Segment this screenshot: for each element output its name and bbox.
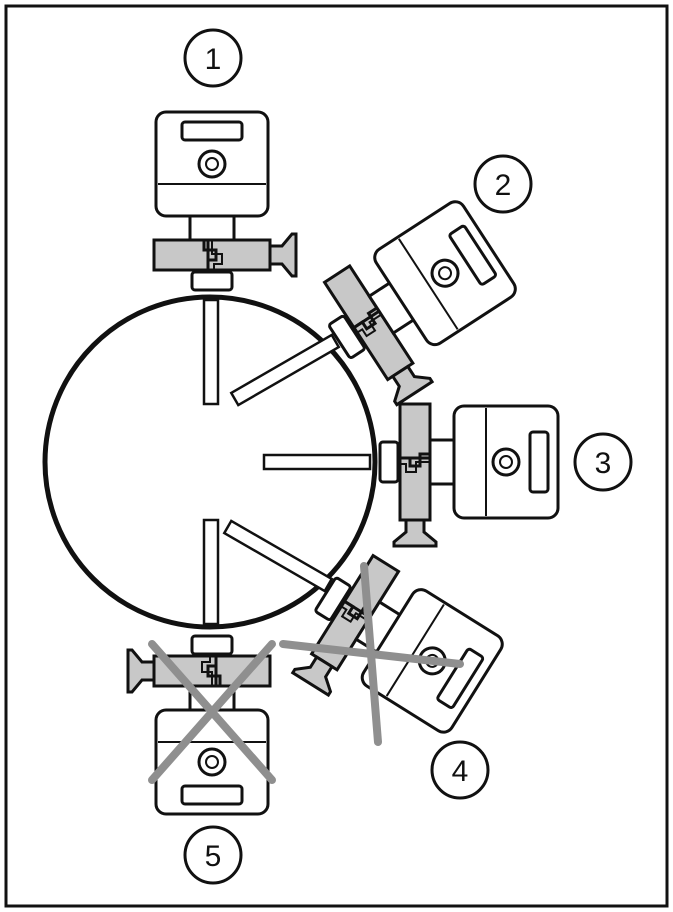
probe-rod-5 [202,518,220,626]
cross-out-mark-4 [279,562,464,746]
label-4: 4 [430,740,490,800]
label-2: 2 [473,154,533,214]
probe-rod-4 [222,519,334,593]
label-3-text: 3 [595,447,612,480]
label-4-text: 4 [452,755,469,788]
probe-rod-2 [229,333,341,407]
sensor-position-5 [126,634,276,816]
pipe-cross-section [42,294,378,630]
probe-rods [202,298,372,626]
figure-border [4,4,669,908]
sensor-position-4 [279,543,509,762]
probe-rod-1 [202,298,220,406]
label-2-text: 2 [495,169,512,202]
label-3: 3 [573,432,633,492]
label-1: 1 [183,28,243,88]
cross-out-mark-5 [148,640,276,784]
sensor-position-3 [378,402,560,548]
label-1-text: 1 [205,43,222,76]
label-5-text: 5 [205,840,222,873]
probe-rod-3 [262,453,372,471]
label-5: 5 [183,825,243,885]
sensor-position-1 [152,110,298,292]
